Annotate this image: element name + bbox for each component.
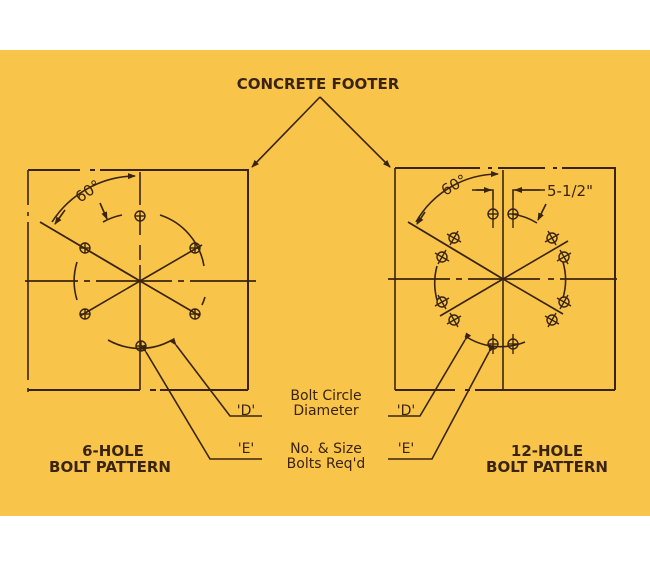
left-pattern-label-line1: 6-HOLE: [82, 442, 144, 460]
left-e-marker: 'E': [238, 441, 255, 457]
left-d-marker: 'D': [237, 403, 255, 419]
right-pattern-label-line2: BOLT PATTERN: [486, 458, 608, 476]
right-pattern-label-line1: 12-HOLE: [511, 442, 583, 460]
title-label: CONCRETE FOOTER: [237, 75, 400, 93]
footer-arrow-left: [251, 96, 321, 168]
right-footer: 60° 5-1/2": [388, 167, 617, 460]
legend-e-line2: Bolts Req'd: [287, 456, 366, 472]
left-footer: 60°: [25, 169, 262, 460]
left-angle-label: 60°: [72, 176, 104, 206]
legend-d-line1: Bolt Circle: [290, 388, 361, 404]
footer-arrow-right: [319, 96, 391, 168]
left-pattern-label-line2: BOLT PATTERN: [49, 458, 171, 476]
right-angle-label: 60°: [438, 171, 470, 200]
legend-e-line1: No. & Size: [290, 441, 362, 457]
diagram-background: [0, 50, 650, 516]
spacing-label: 5-1/2": [547, 182, 593, 200]
right-d-marker: 'D': [397, 403, 415, 419]
legend-d-line2: Diameter: [293, 403, 359, 419]
right-e-marker: 'E': [398, 441, 415, 457]
